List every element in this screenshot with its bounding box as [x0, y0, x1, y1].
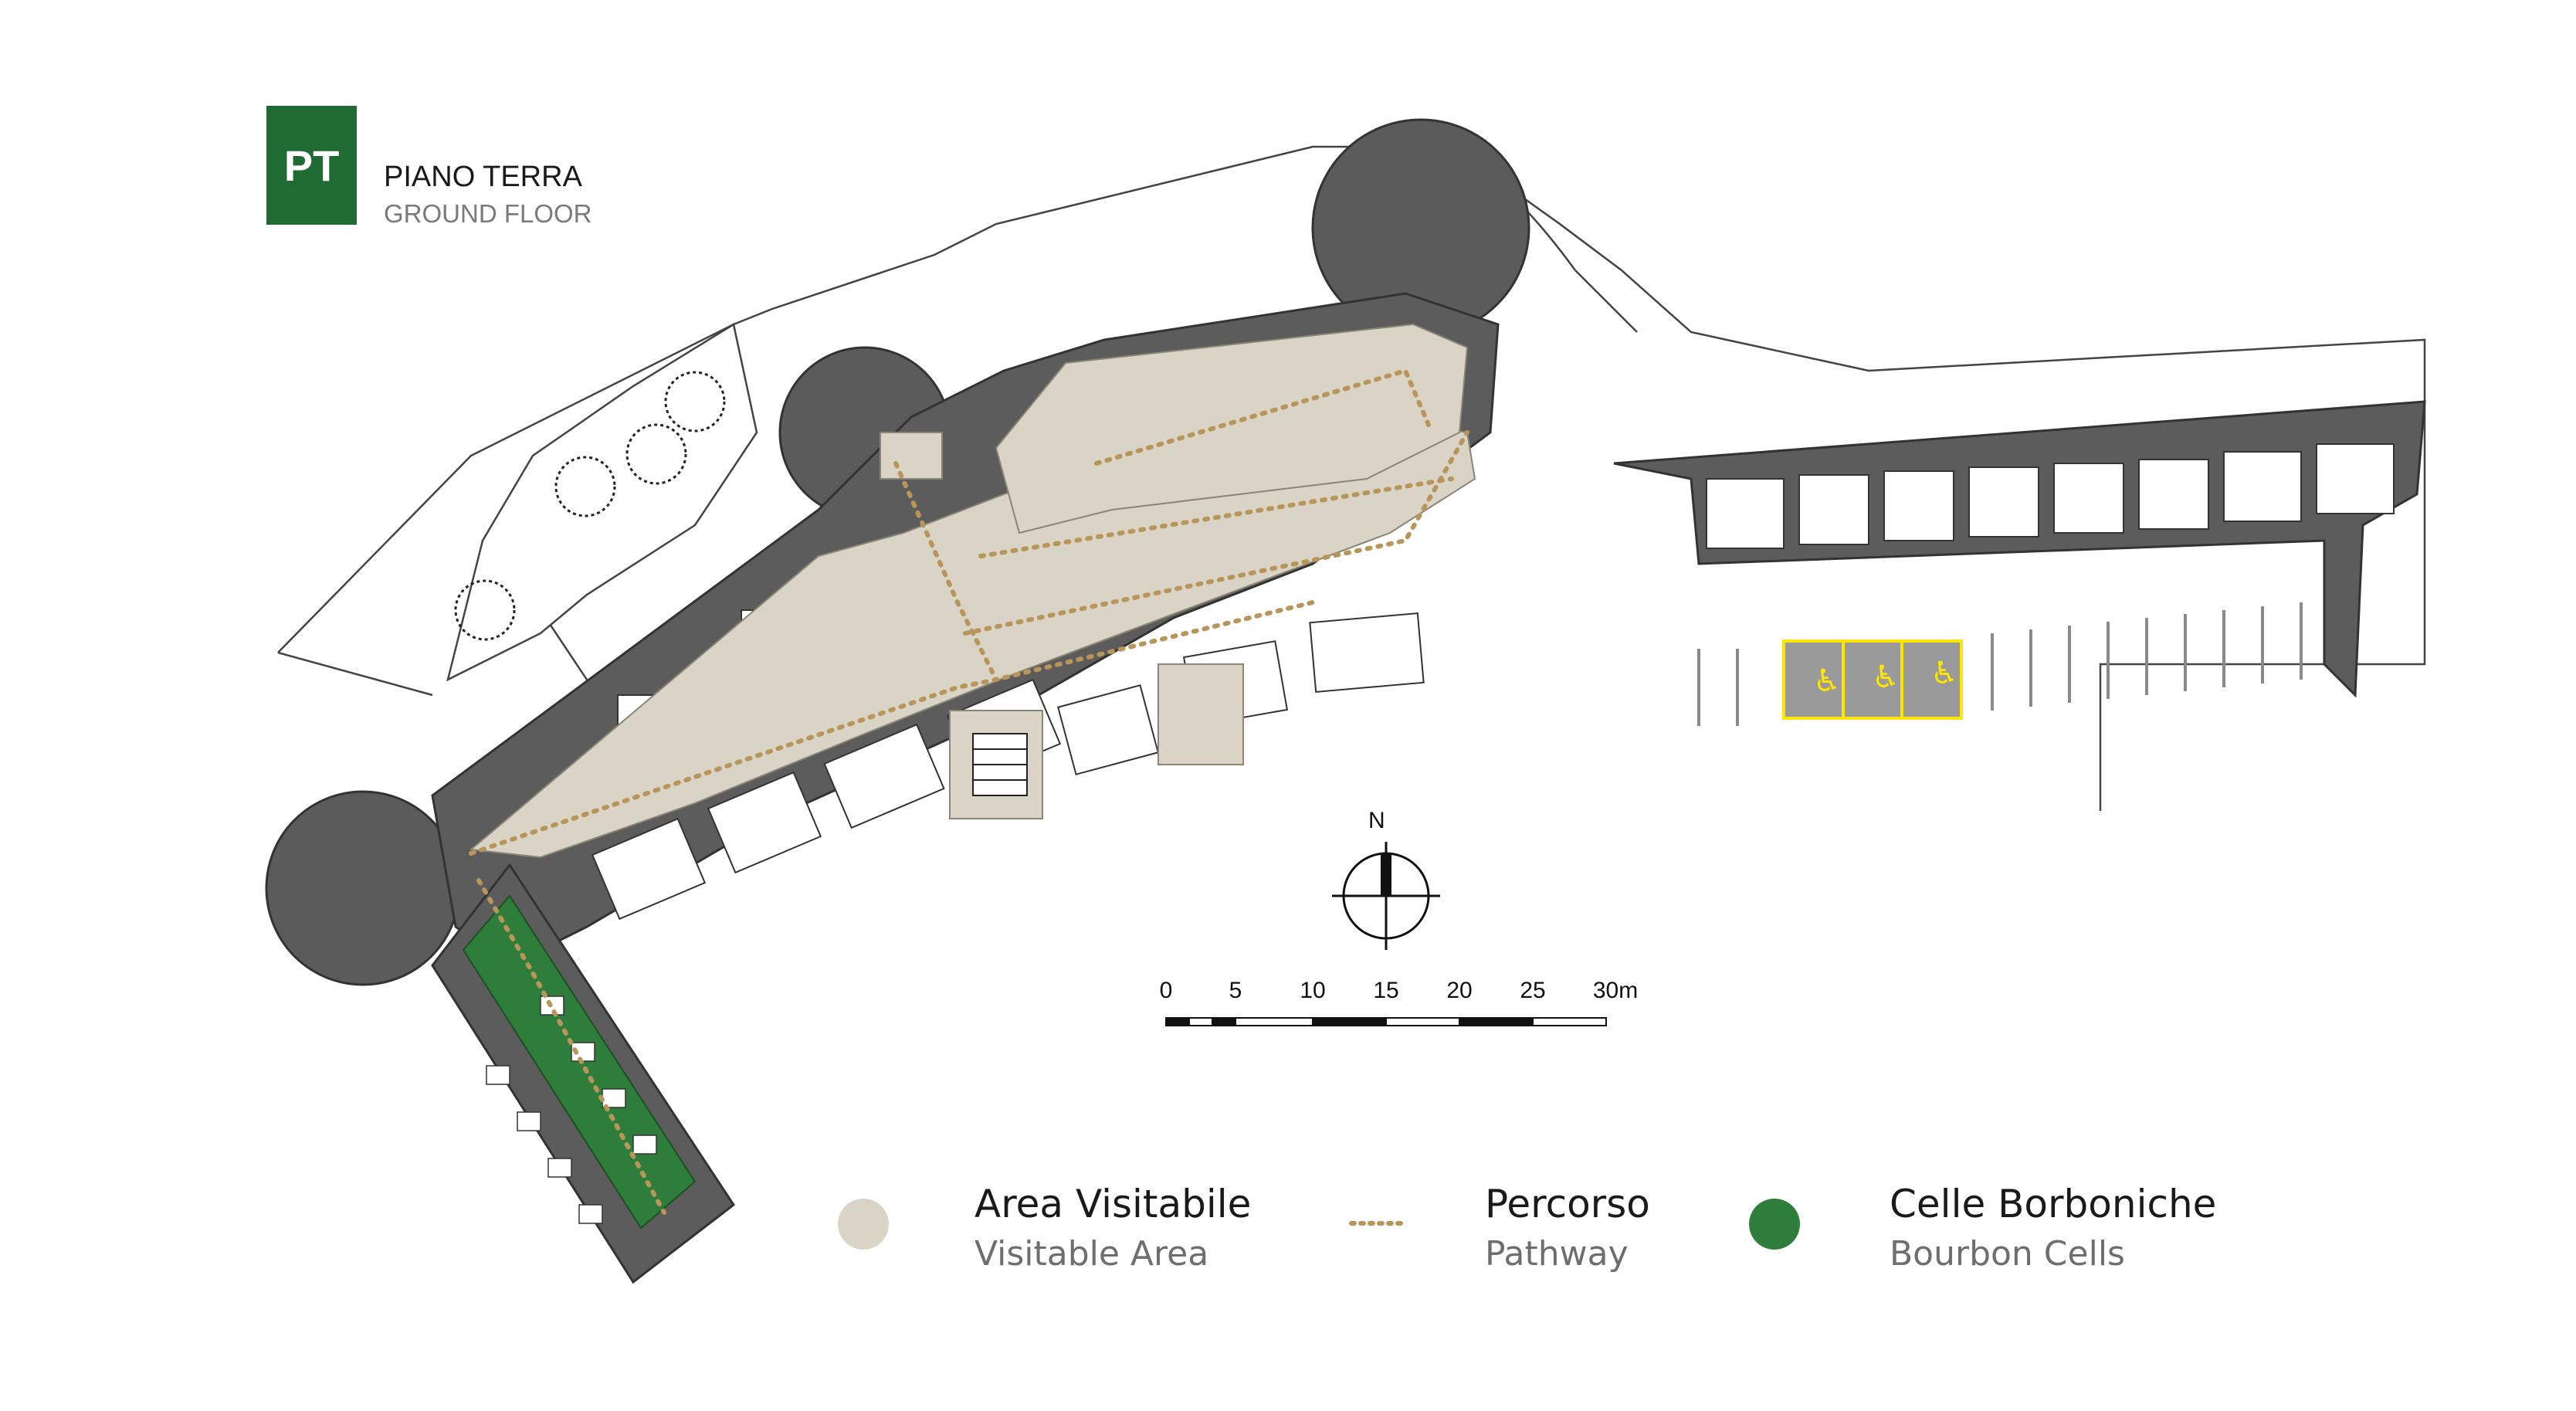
tower-southwest: [265, 790, 461, 986]
floor-title: PIANO TERRA: [384, 161, 582, 193]
wheelchair-icon: ♿: [1872, 660, 1900, 695]
tree-icon: [625, 423, 687, 485]
compass-label: N: [1368, 808, 1385, 833]
legend-subtitle-pathway: Pathway: [1485, 1234, 1629, 1274]
tree-icon: [554, 456, 616, 517]
scale-tick-label: 25: [1520, 978, 1546, 1003]
scale-tick-label: 10: [1300, 978, 1326, 1003]
tree-icon: [664, 371, 726, 432]
scale-tick-label: 5: [1229, 978, 1242, 1003]
floor-subtitle: GROUND FLOOR: [384, 199, 592, 228]
east-building: [1613, 400, 2426, 698]
compass-icon: [1332, 842, 1440, 950]
scale-tick-label: 30m: [1592, 978, 1639, 1003]
legend-title-bourbon: Celle Borboniche: [1890, 1182, 2217, 1226]
wheelchair-icon: ♿: [1930, 656, 1958, 691]
legend-swatch-visitable: [838, 1199, 889, 1250]
garden-area: [446, 323, 758, 682]
legend-title-visitable: Area Visitabile: [974, 1182, 1252, 1226]
scale-bar: [1165, 1017, 1607, 1026]
scale-tick-label: 20: [1446, 978, 1473, 1003]
parking-area: ♿ ♿ ♿: [1697, 602, 2303, 726]
staircase: [972, 733, 1028, 796]
legend-subtitle-visitable: Visitable Area: [974, 1234, 1209, 1274]
floor-badge: PT: [266, 106, 357, 225]
legend-subtitle-bourbon: Bourbon Cells: [1890, 1234, 2125, 1274]
legend-swatch-bourbon: [1749, 1199, 1800, 1250]
wheelchair-icon: ♿: [1813, 663, 1841, 699]
tree-icon: [454, 579, 516, 641]
scale-tick-label: 15: [1373, 978, 1399, 1003]
legend-title-pathway: Percorso: [1485, 1182, 1650, 1226]
pathway-route: [469, 368, 1469, 1215]
floor-badge-label: PT: [283, 141, 340, 190]
scale-tick-label: 0: [1159, 978, 1173, 1003]
